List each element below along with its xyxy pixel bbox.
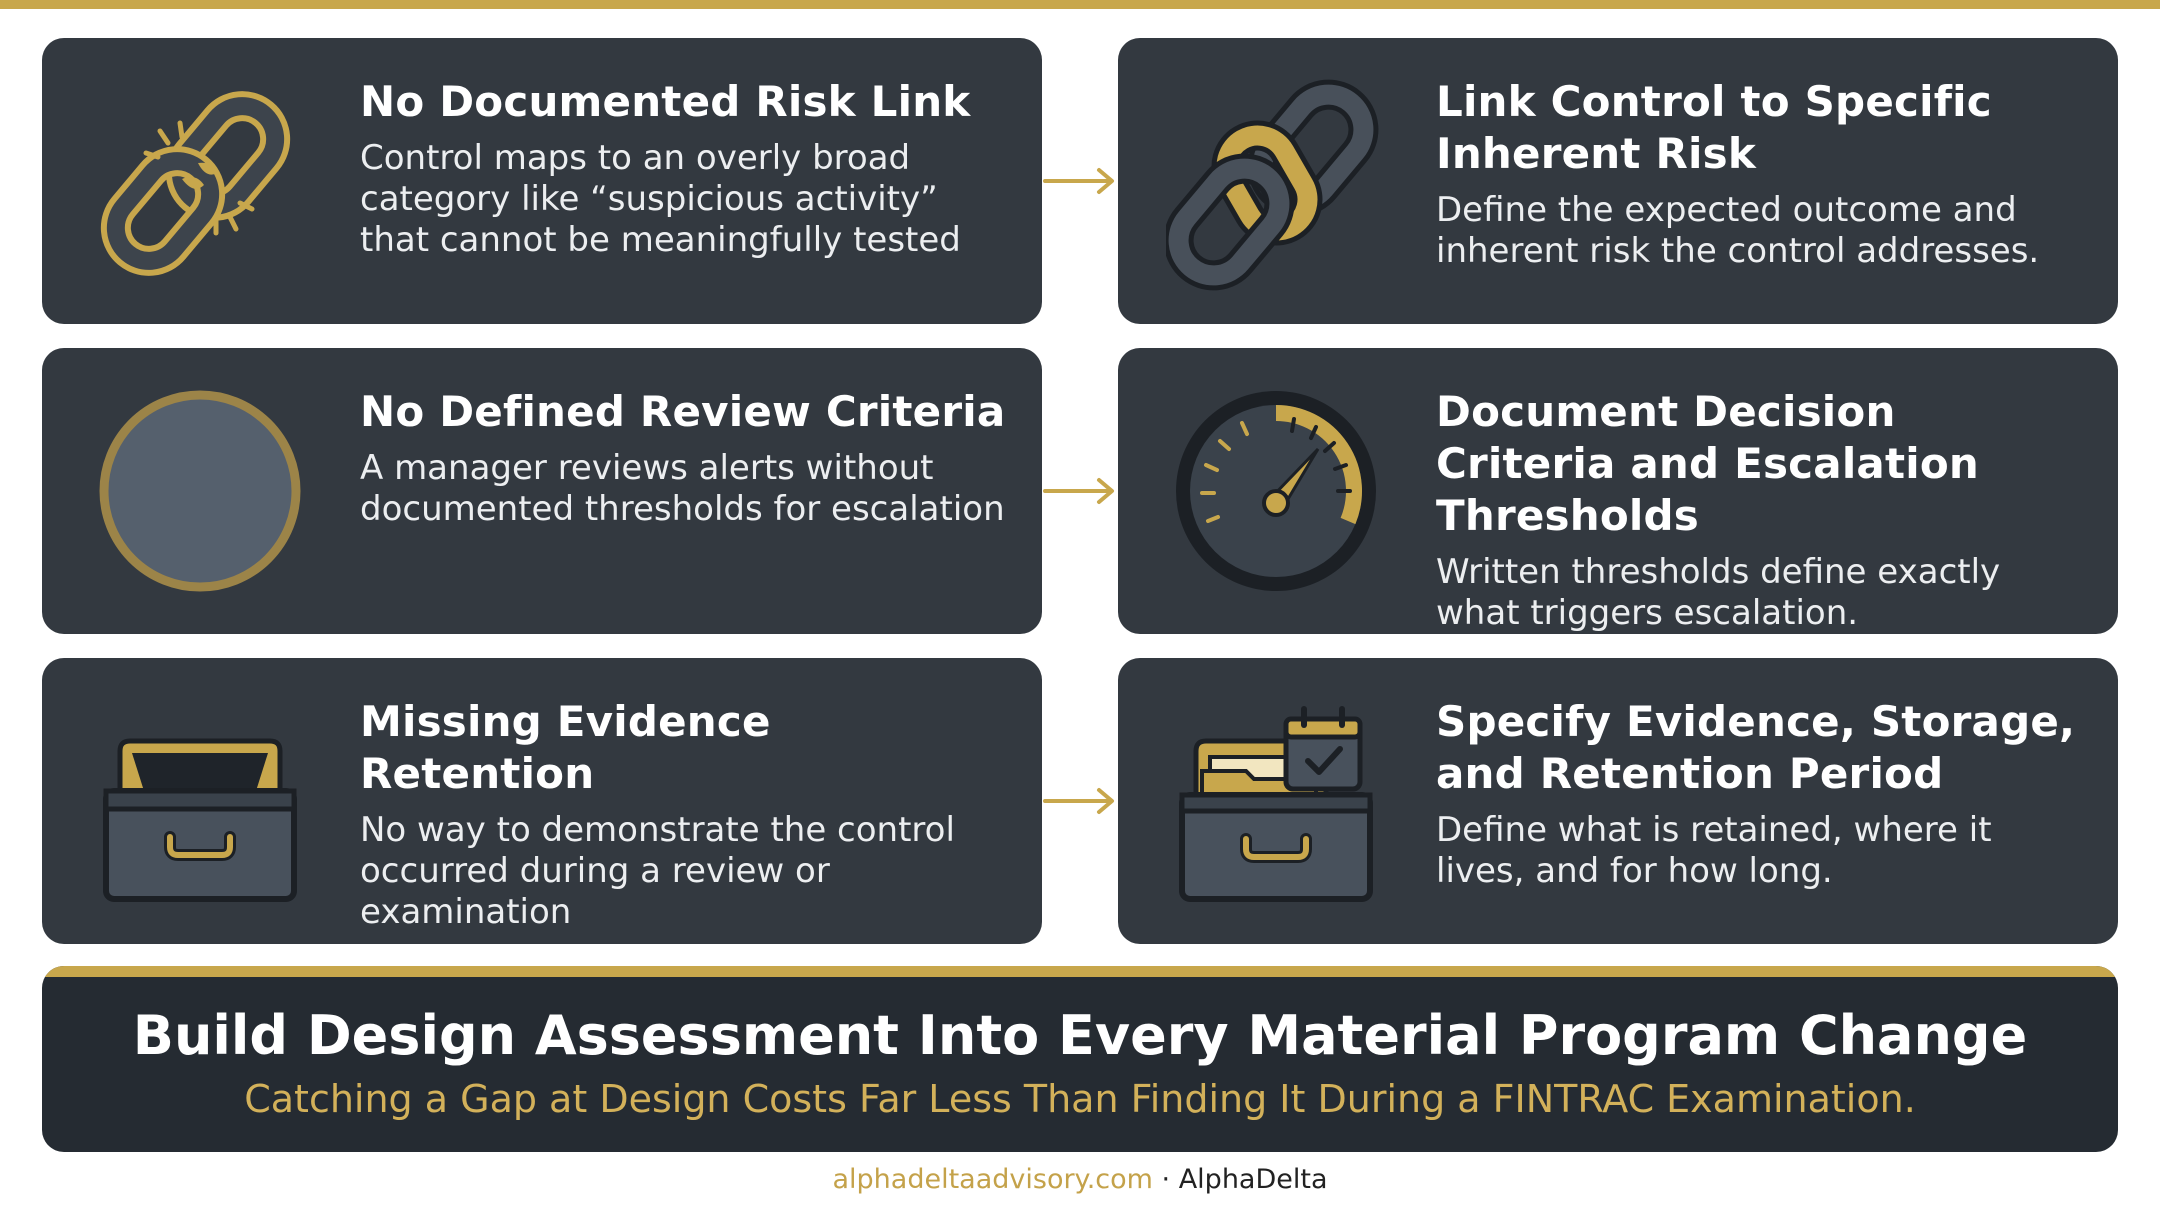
problem-card-review-criteria: No Defined Review Criteria A manager rev… [42, 348, 1042, 634]
card-title: No Defined Review Criteria [360, 387, 1006, 436]
solution-card-evidence-retention: Specify Evidence, Storage, and Retention… [1118, 658, 2118, 944]
card-title: Specify Evidence, Storage, and Retention… [1436, 697, 2076, 798]
footer-separator: · [1152, 1164, 1179, 1195]
card-title: Link Control to Specific Inherent Risk [1436, 77, 1992, 178]
footer: alphadeltaadvisory.com · AlphaDelta [0, 1163, 2160, 1197]
top-accent-rule [0, 0, 2160, 9]
empty-circle-icon [90, 381, 310, 601]
banner-accent-rule [42, 966, 2118, 977]
broken-chain-icon [90, 71, 310, 291]
filed-drawer-calendar-icon [1166, 691, 1386, 911]
card-description: Control maps to an overly broad category… [360, 138, 961, 260]
banner-title: Build Design Assessment Into Every Mater… [132, 1004, 2028, 1067]
footer-brand: AlphaDelta [1178, 1164, 1328, 1195]
problem-card-risk-link: No Documented Risk Link Control maps to … [42, 38, 1042, 324]
problem-card-evidence-retention: Missing Evidence Retention No way to dem… [42, 658, 1042, 944]
arrow-right-icon [1043, 166, 1117, 196]
banner-subtitle: Catching a Gap at Design Costs Far Less … [244, 1077, 1916, 1121]
gauge-icon [1166, 381, 1386, 601]
card-title: Document Decision Criteria and Escalatio… [1436, 387, 1979, 540]
card-description: Define the expected outcome and inherent… [1436, 190, 2040, 271]
card-title: Missing Evidence Retention [360, 697, 771, 798]
arrow-right-icon [1043, 476, 1117, 506]
linked-chain-icon [1166, 71, 1386, 291]
card-description: Written thresholds define exactly what t… [1436, 552, 2001, 633]
solution-card-risk-link: Link Control to Specific Inherent Risk D… [1118, 38, 2118, 324]
card-description: A manager reviews alerts without documen… [360, 448, 1005, 529]
card-description: Define what is retained, where it lives,… [1436, 810, 1992, 891]
empty-drawer-icon [90, 691, 310, 911]
footer-site-link[interactable]: alphadeltaadvisory.com [832, 1164, 1153, 1195]
card-title: No Documented Risk Link [360, 77, 971, 126]
solution-card-review-criteria: Document Decision Criteria and Escalatio… [1118, 348, 2118, 634]
arrow-right-icon [1043, 786, 1117, 816]
card-description: No way to demonstrate the control occurr… [360, 810, 955, 932]
conclusion-banner: Build Design Assessment Into Every Mater… [42, 966, 2118, 1152]
